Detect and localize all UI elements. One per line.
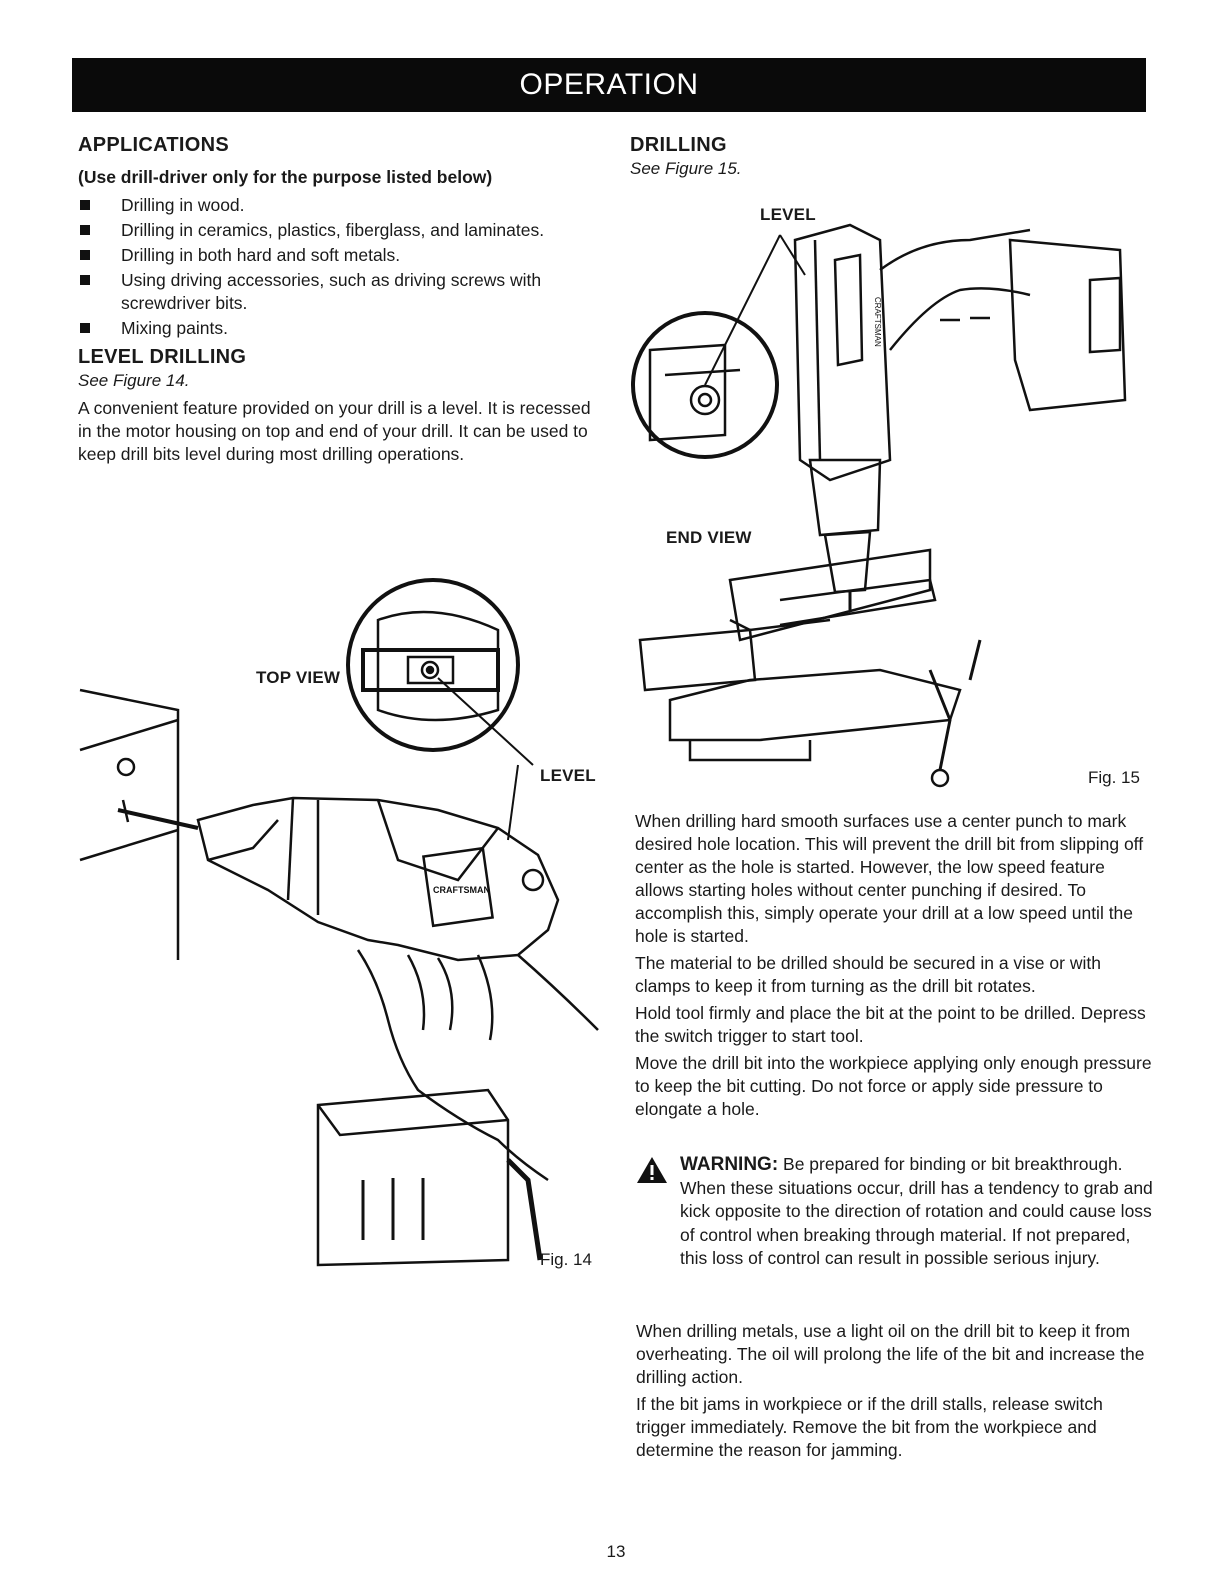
level-label-fig15: LEVEL xyxy=(760,205,816,224)
drilling-heading: DRILLING xyxy=(630,134,727,156)
drilling-paragraph: Move the drill bit into the workpiece ap… xyxy=(635,1053,1152,1119)
list-item: Drilling in wood. xyxy=(78,194,598,217)
drilling-paragraph: If the bit jams in workpiece or if the d… xyxy=(636,1394,1103,1460)
level-drilling-figure-ref: See Figure 14. xyxy=(78,371,190,390)
applications-note: (Use drill-driver only for the purpose l… xyxy=(78,167,493,187)
list-item: Mixing paints. xyxy=(78,317,598,340)
left-column: APPLICATIONS (Use drill-driver only for … xyxy=(78,134,598,470)
level-drilling-heading: LEVEL DRILLING xyxy=(78,346,247,368)
section-banner: OPERATION xyxy=(72,58,1146,112)
list-item: Drilling in ceramics, plastics, fibergla… xyxy=(78,219,598,242)
warning-box: WARNING: Be prepared for binding or bit … xyxy=(636,1153,1156,1271)
figure-14-caption: Fig. 14 xyxy=(540,1250,592,1269)
warning-triangle-icon xyxy=(637,1157,667,1183)
figure-15-illustration: CRAFTSMAN xyxy=(631,223,1127,788)
applications-heading: APPLICATIONS xyxy=(78,134,230,156)
end-view-label: END VIEW xyxy=(666,528,752,547)
bullet-icon xyxy=(80,200,90,210)
drilling-paragraph: The material to be drilled should be sec… xyxy=(635,953,1101,996)
bullet-icon xyxy=(80,275,90,285)
drilling-paragraph: When drilling metals, use a light oil on… xyxy=(636,1321,1145,1387)
figure-15-caption: Fig. 15 xyxy=(1088,768,1140,787)
figure-14-illustration: CRAFTSMAN xyxy=(79,578,599,1267)
warning-label: WARNING: xyxy=(680,1154,779,1175)
applications-list: Drilling in wood. Drilling in ceramics, … xyxy=(78,194,598,340)
bullet-icon xyxy=(80,225,90,235)
drill-brand-text: CRAFTSMAN xyxy=(873,297,882,347)
list-item: Using driving accessories, such as drivi… xyxy=(78,269,598,315)
after-warning-text: When drilling metals, use a light oil on… xyxy=(636,1320,1156,1466)
right-column: DRILLING See Figure 15. xyxy=(630,134,1150,185)
level-drilling-body: A convenient feature provided on your dr… xyxy=(78,398,591,464)
drill-brand-text: CRAFTSMAN xyxy=(433,885,490,895)
drilling-figure-ref: See Figure 15. xyxy=(630,159,742,178)
drilling-text: When drilling hard smooth surfaces use a… xyxy=(635,810,1155,1125)
bullet-icon xyxy=(80,250,90,260)
list-item: Drilling in both hard and soft metals. xyxy=(78,244,598,267)
drilling-paragraph: Hold tool firmly and place the bit at th… xyxy=(635,1003,1146,1046)
page-number: 13 xyxy=(606,1542,626,1561)
bullet-icon xyxy=(80,323,90,333)
level-label-fig14: LEVEL xyxy=(540,766,596,785)
drilling-paragraph: When drilling hard smooth surfaces use a… xyxy=(635,811,1144,946)
warning-text: Be prepared for binding or bit breakthro… xyxy=(680,1154,1153,1268)
top-view-label: TOP VIEW xyxy=(256,668,341,687)
